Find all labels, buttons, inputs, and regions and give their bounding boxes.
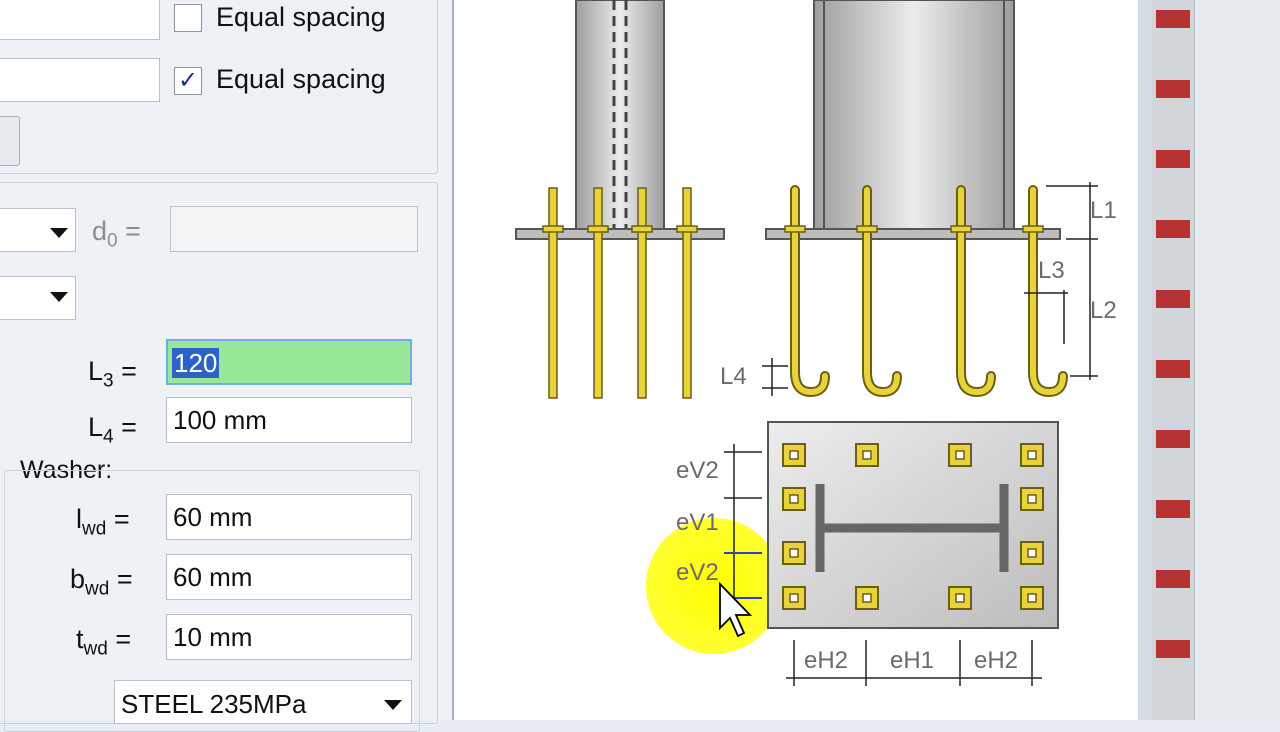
L2-dimension-label: L2 <box>1090 297 1117 324</box>
spacing-field-1[interactable] <box>0 0 160 40</box>
anchor-bolt <box>548 187 558 399</box>
equal-spacing-2-label: Equal spacing <box>216 64 386 94</box>
lwd-field[interactable]: 60 mm <box>166 494 412 540</box>
bolt-hole <box>789 593 799 603</box>
eV2-top-label: eV2 <box>676 457 719 484</box>
bolt-hole <box>862 593 872 603</box>
bwd-label: bwd = <box>70 564 133 600</box>
bolt-hole <box>955 450 965 460</box>
L4-field[interactable]: 100 mm <box>166 397 412 443</box>
bwd-field[interactable]: 60 mm <box>166 554 412 600</box>
right-sidebar <box>1138 0 1280 720</box>
base-plate-plan-view: eV2 eV1 eV2 eH2 eH1 eH2 <box>676 421 1059 686</box>
anchor-drawing-svg: L1 L2 L3 L4 <box>515 0 1117 686</box>
equal-spacing-1-label: Equal spacing <box>216 2 386 32</box>
bolt-hole <box>1027 548 1037 558</box>
anchor-bolt <box>637 187 647 399</box>
hooked-bolt-fill <box>792 187 828 396</box>
properties-panel: Equal spacing ✓ Equal spacing d0 = L3 = … <box>0 0 452 732</box>
right-sidebar-separator <box>1138 0 1153 720</box>
L1-dimension-label: L1 <box>1090 197 1117 224</box>
L3-field[interactable]: 120 <box>166 339 412 385</box>
d0-label: d0 = <box>92 216 141 252</box>
equal-spacing-1-checkbox[interactable] <box>174 4 202 32</box>
right-elevation-view: L1 L2 L3 L4 <box>720 0 1117 398</box>
check-mark-icon: ✓ <box>177 67 199 94</box>
washer-material-dropdown[interactable]: STEEL 235MPa <box>114 680 412 724</box>
L4-dimension-label: L4 <box>720 363 747 390</box>
L3-dimension-label: L3 <box>1038 257 1065 284</box>
bolt-hole <box>789 494 799 504</box>
base-plate-right <box>765 228 1061 240</box>
bolt-hole <box>955 593 965 603</box>
hooked-bolt <box>1028 185 1068 398</box>
chevron-down-icon[interactable] <box>384 700 402 710</box>
L3-field-selected-text: 120 <box>172 348 220 378</box>
chevron-down-icon[interactable] <box>50 228 68 238</box>
eH2-left-label: eH2 <box>804 647 848 674</box>
spacing-field-2[interactable] <box>0 58 160 102</box>
d0-field <box>170 206 418 252</box>
bolt-hole <box>1027 593 1037 603</box>
cursor-highlight-halo <box>646 518 782 654</box>
anchor-drawing-canvas: L1 L2 L3 L4 <box>452 0 1138 720</box>
L4-label: L4 = <box>88 412 137 448</box>
spacing-group-box <box>0 0 438 174</box>
chevron-down-icon[interactable] <box>50 292 68 302</box>
nut <box>587 225 609 233</box>
edit-button[interactable] <box>0 116 20 166</box>
equal-spacing-2-checkbox[interactable]: ✓ <box>174 67 202 95</box>
bolt-hole <box>789 450 799 460</box>
hooked-bolt-fill <box>1030 187 1066 396</box>
column-left <box>575 0 665 237</box>
nut <box>1022 225 1044 233</box>
nut <box>542 225 564 233</box>
mouse-cursor-icon <box>719 581 753 638</box>
nut <box>676 225 698 233</box>
nut <box>856 225 878 233</box>
right-panel <box>1194 0 1280 720</box>
bolt-hole <box>862 450 872 460</box>
bolt-hole <box>1027 450 1037 460</box>
base-plate-left <box>515 228 725 240</box>
hooked-bolt-fill <box>864 187 900 396</box>
nut <box>784 225 806 233</box>
nut <box>950 225 972 233</box>
eV1-label: eV1 <box>676 509 719 536</box>
eH2-right-label: eH2 <box>974 647 1018 674</box>
eV2-bottom-label: eV2 <box>676 559 719 586</box>
lwd-label: lwd = <box>76 504 130 540</box>
nut <box>631 225 653 233</box>
bolt-hole <box>789 548 799 558</box>
eH1-label: eH1 <box>890 647 934 674</box>
toolbar-icon-strip <box>1156 10 1190 710</box>
anchor-bolt <box>682 187 692 399</box>
column-right <box>813 0 1015 237</box>
L3-label: L3 = <box>88 356 137 392</box>
twd-label: twd = <box>76 624 132 660</box>
hooked-bolt-fill <box>958 187 994 396</box>
bolt-hole <box>1027 494 1037 504</box>
left-elevation-view <box>515 0 725 399</box>
i-beam-profile <box>815 484 1009 572</box>
twd-field[interactable]: 10 mm <box>166 614 412 660</box>
anchor-bolt <box>593 187 603 399</box>
